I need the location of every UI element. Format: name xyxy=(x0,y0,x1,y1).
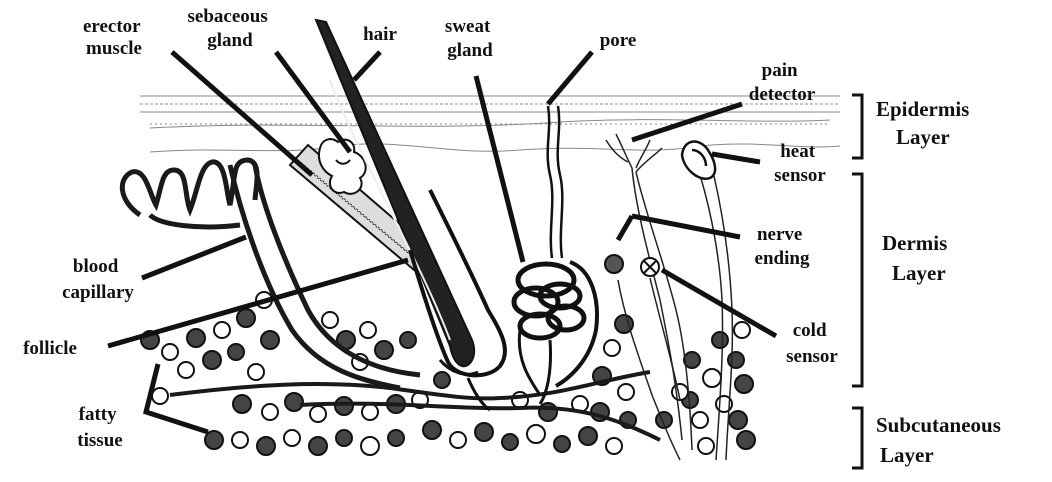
fat-cell xyxy=(214,322,230,338)
label-fatty-tissue: fatty tissue xyxy=(77,404,122,451)
sweat-gland-shape xyxy=(514,106,597,404)
label-pore: pore xyxy=(600,30,637,51)
fat-cell xyxy=(400,332,416,348)
pointer-heat-sensor xyxy=(712,154,760,162)
fat-cell xyxy=(554,436,570,452)
fat-cell xyxy=(362,404,378,420)
fat-cell xyxy=(152,388,168,404)
fat-cell xyxy=(187,329,205,347)
fat-cell xyxy=(310,406,326,422)
fat-cell xyxy=(698,438,714,454)
fat-cell xyxy=(423,421,441,439)
layer-brackets xyxy=(852,95,862,468)
fat-cell xyxy=(527,425,545,443)
fat-cell xyxy=(262,404,278,420)
fat-cell xyxy=(203,351,221,369)
fat-cell xyxy=(737,431,755,449)
fat-cell xyxy=(322,312,338,328)
fat-cell xyxy=(284,430,300,446)
label-hair: hair xyxy=(363,24,397,45)
label-pain-detector: pain detector xyxy=(749,60,816,105)
fat-cell xyxy=(734,322,750,338)
label-nerve-ending: nerve ending xyxy=(755,224,810,269)
fat-cell xyxy=(261,331,279,349)
layer-labels: Epidermis Layer Dermis Layer Subcutaneou… xyxy=(876,97,1006,467)
fat-cell xyxy=(450,432,466,448)
fat-cell xyxy=(539,403,557,421)
fat-cell xyxy=(178,362,194,378)
fat-cell xyxy=(604,340,620,356)
fat-cell xyxy=(579,427,597,445)
fat-cell xyxy=(388,430,404,446)
cold-sensor-shape xyxy=(605,255,659,276)
fat-cell xyxy=(606,438,622,454)
fat-cell xyxy=(375,341,393,359)
label-cold-sensor: cold sensor xyxy=(786,320,838,367)
label-heat-sensor: heat sensor xyxy=(774,141,826,186)
label-dermis-layer: Dermis Layer xyxy=(882,231,953,285)
fat-cell xyxy=(712,332,728,348)
bracket-epidermis xyxy=(852,95,862,158)
fat-cell xyxy=(360,322,376,338)
pointer-nerve-ending-hook xyxy=(618,216,632,240)
fat-cell xyxy=(232,432,248,448)
fat-cell xyxy=(434,372,450,388)
label-follicle: follicle xyxy=(23,338,77,359)
label-sweat-gland: sweat gland xyxy=(445,16,495,61)
fat-cell xyxy=(233,395,251,413)
fat-cell xyxy=(618,384,634,400)
fat-cell xyxy=(237,309,255,327)
label-subcutaneous-layer: Subcutaneous Layer xyxy=(876,413,1006,467)
label-erector-muscle: erector muscle xyxy=(83,16,145,59)
fat-cell xyxy=(475,423,493,441)
fat-cell xyxy=(228,344,244,360)
label-epidermis-layer: Epidermis Layer xyxy=(876,97,975,149)
pointer-pain-detector xyxy=(632,104,742,140)
fat-cell xyxy=(735,375,753,393)
pointer-hair xyxy=(354,52,380,80)
fat-cell xyxy=(248,364,264,380)
fat-cell xyxy=(257,437,275,455)
fat-cell xyxy=(728,352,744,368)
label-sebaceous-gland: sebaceous gland xyxy=(188,6,273,51)
pointer-blood-capillary xyxy=(142,237,246,278)
skin-drawing xyxy=(122,20,840,460)
fat-cell xyxy=(703,369,721,387)
heat-sensor-shape xyxy=(682,142,715,179)
fat-cell xyxy=(336,430,352,446)
fat-cell xyxy=(285,393,303,411)
fat-cell xyxy=(309,437,327,455)
fat-cell xyxy=(361,437,379,455)
fat-cell xyxy=(692,412,708,428)
fat-cell xyxy=(162,344,178,360)
bracket-dermis xyxy=(852,174,862,386)
fat-cell xyxy=(335,397,353,415)
fat-cell xyxy=(205,431,223,449)
label-blood-capillary: blood capillary xyxy=(62,256,134,303)
fat-cell xyxy=(502,434,518,450)
bracket-subcutaneous xyxy=(852,408,862,468)
fat-cell xyxy=(729,411,747,429)
